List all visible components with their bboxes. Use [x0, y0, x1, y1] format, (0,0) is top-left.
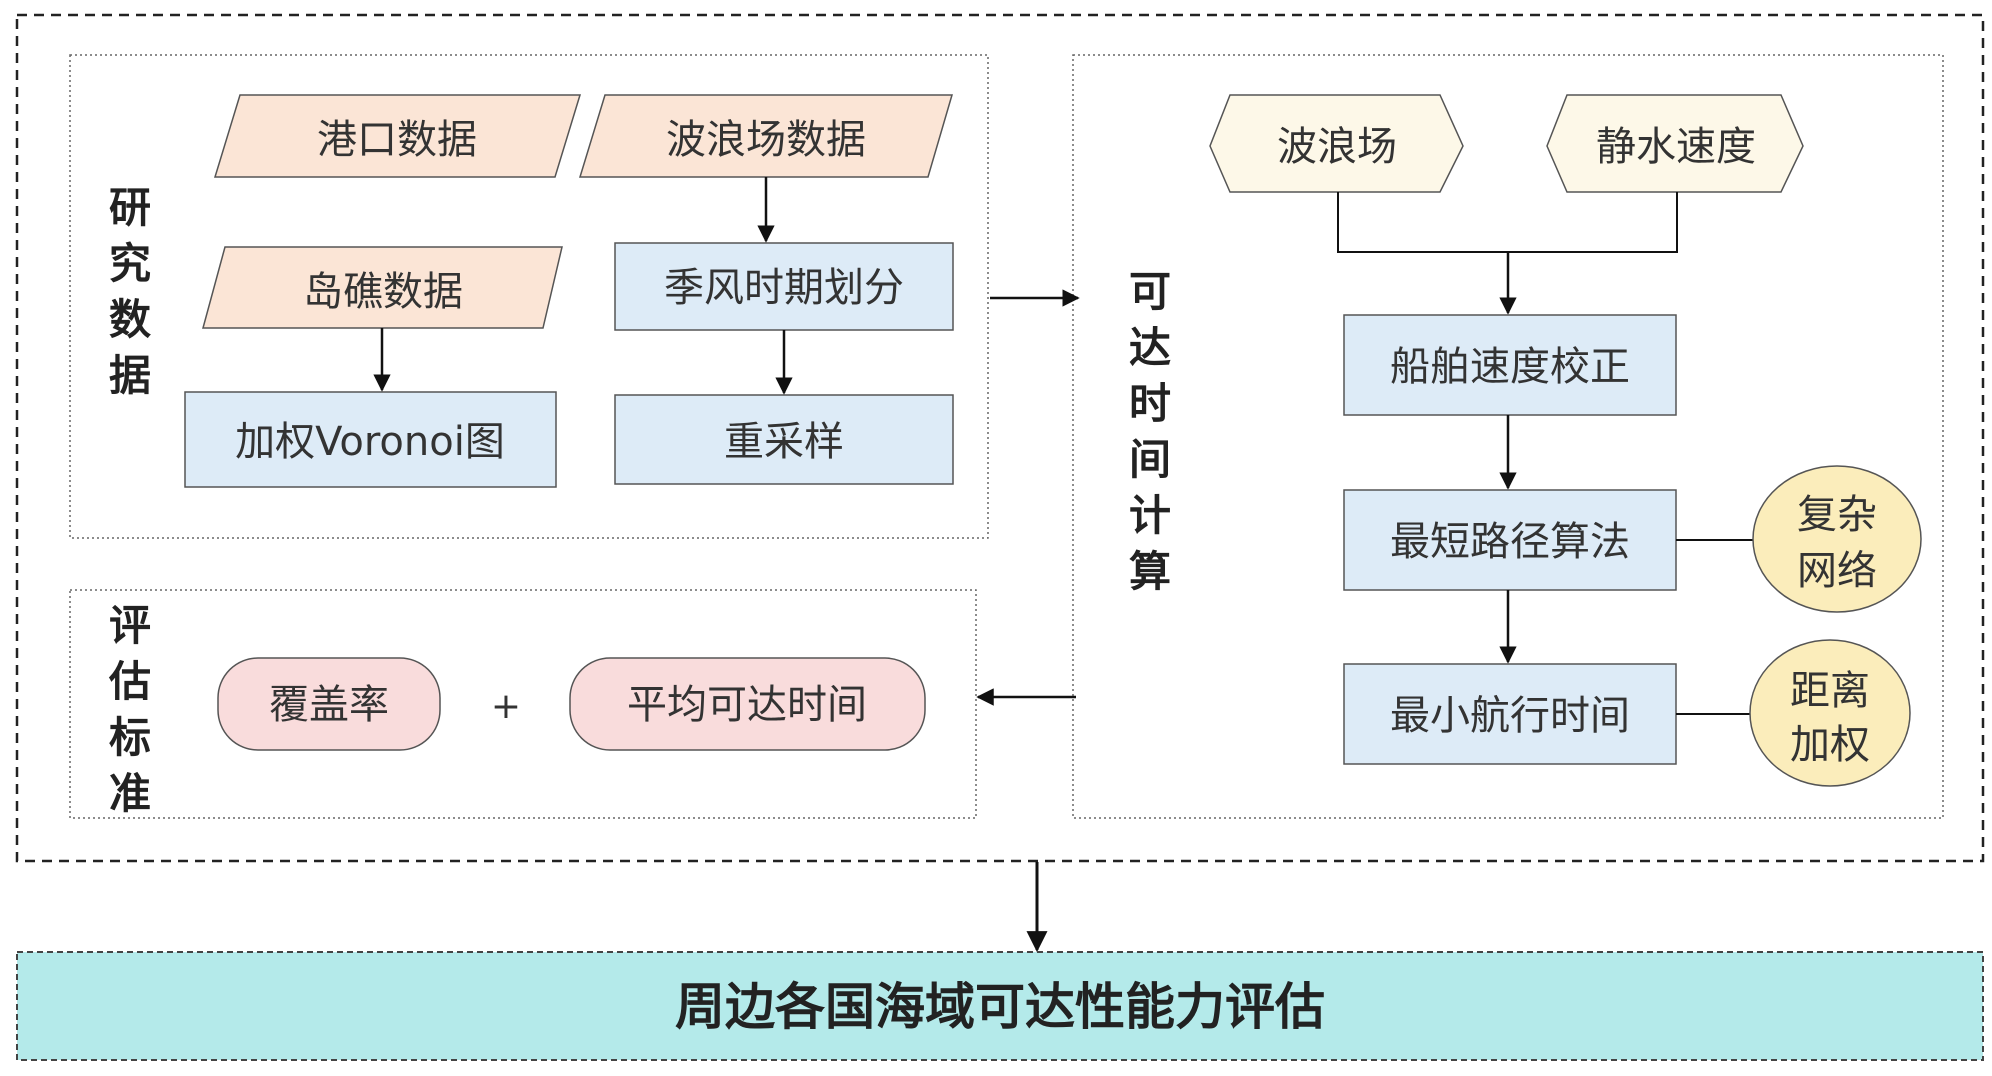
- coverage-node: 覆盖率: [217, 657, 441, 751]
- connector-merge: [1337, 192, 1678, 253]
- min-sailing-time-node: 最小航行时间: [1343, 663, 1677, 765]
- avg-reach-time-node: 平均可达时间: [569, 657, 926, 751]
- section-char: 可: [1129, 267, 1171, 316]
- resampling-node: 重采样: [614, 394, 954, 485]
- weighted-voronoi-node: 加权Voronoi图: [184, 391, 557, 488]
- section-title-research-data: 研 究 数 据: [109, 183, 151, 400]
- section-title-eval-criteria: 评 估 标 准: [108, 601, 151, 818]
- wave-field-data-node: 波浪场数据: [578, 94, 954, 178]
- still-water-speed-node: 静水速度: [1546, 94, 1804, 193]
- node-label: 岛礁数据: [303, 269, 463, 315]
- eval-criteria-panel: [69, 589, 977, 819]
- section-char: 间: [1129, 435, 1171, 484]
- node-label: 最小航行时间: [1390, 693, 1630, 739]
- node-label: 加权: [1790, 722, 1870, 768]
- research-data-panel: [69, 54, 989, 539]
- node-label: 波浪场: [1277, 124, 1397, 170]
- node-label: 复杂: [1797, 492, 1877, 538]
- monsoon-division-node: 季风时期划分: [614, 242, 954, 331]
- shortest-path-node: 最短路径算法: [1343, 489, 1677, 591]
- node-label: 重采样: [724, 419, 844, 465]
- section-char: 数: [109, 295, 151, 344]
- node-label: 网络: [1797, 548, 1877, 594]
- node-label: 季风时期划分: [664, 265, 904, 311]
- node-label: 加权Voronoi图: [235, 419, 505, 465]
- reach-time-panel: [1072, 54, 1944, 819]
- result-banner: 周边各国海域可达性能力评估: [16, 951, 1984, 1061]
- node-label: 最短路径算法: [1390, 519, 1630, 565]
- section-char: 时: [1129, 379, 1171, 428]
- section-char: 研: [109, 183, 151, 232]
- port-data-node: 港口数据: [213, 94, 582, 178]
- section-char: 达: [1129, 323, 1171, 372]
- section-char: 评: [109, 601, 151, 650]
- distance-weight-node: 距离 加权: [1749, 639, 1911, 787]
- node-label: 平均可达时间: [627, 682, 867, 728]
- section-char: 算: [1129, 547, 1171, 596]
- section-char: 据: [109, 351, 151, 400]
- node-label: 波浪场数据: [666, 117, 866, 163]
- node-label: 静水速度: [1596, 124, 1756, 170]
- section-char: 准: [109, 769, 151, 818]
- section-char: 究: [109, 239, 151, 288]
- node-label: 覆盖率: [269, 682, 389, 728]
- node-label: 距离: [1790, 668, 1870, 714]
- ship-speed-correction-node: 船舶速度校正: [1343, 314, 1677, 416]
- outer-dashed-frame: [15, 13, 1985, 863]
- reef-data-node: 岛礁数据: [202, 246, 563, 329]
- plus-sign: +: [491, 686, 521, 727]
- result-title: 周边各国海域可达性能力评估: [675, 978, 1325, 1036]
- node-label: 船舶速度校正: [1390, 344, 1630, 390]
- section-char: 估: [108, 657, 151, 706]
- node-label: 港口数据: [317, 117, 477, 163]
- section-char: 计: [1129, 491, 1171, 540]
- wave-field-node: 波浪场: [1209, 94, 1464, 193]
- complex-network-node: 复杂 网络: [1752, 465, 1922, 613]
- section-title-reach-time-calc: 可 达 时 间 计 算: [1129, 267, 1171, 596]
- section-char: 标: [109, 713, 151, 762]
